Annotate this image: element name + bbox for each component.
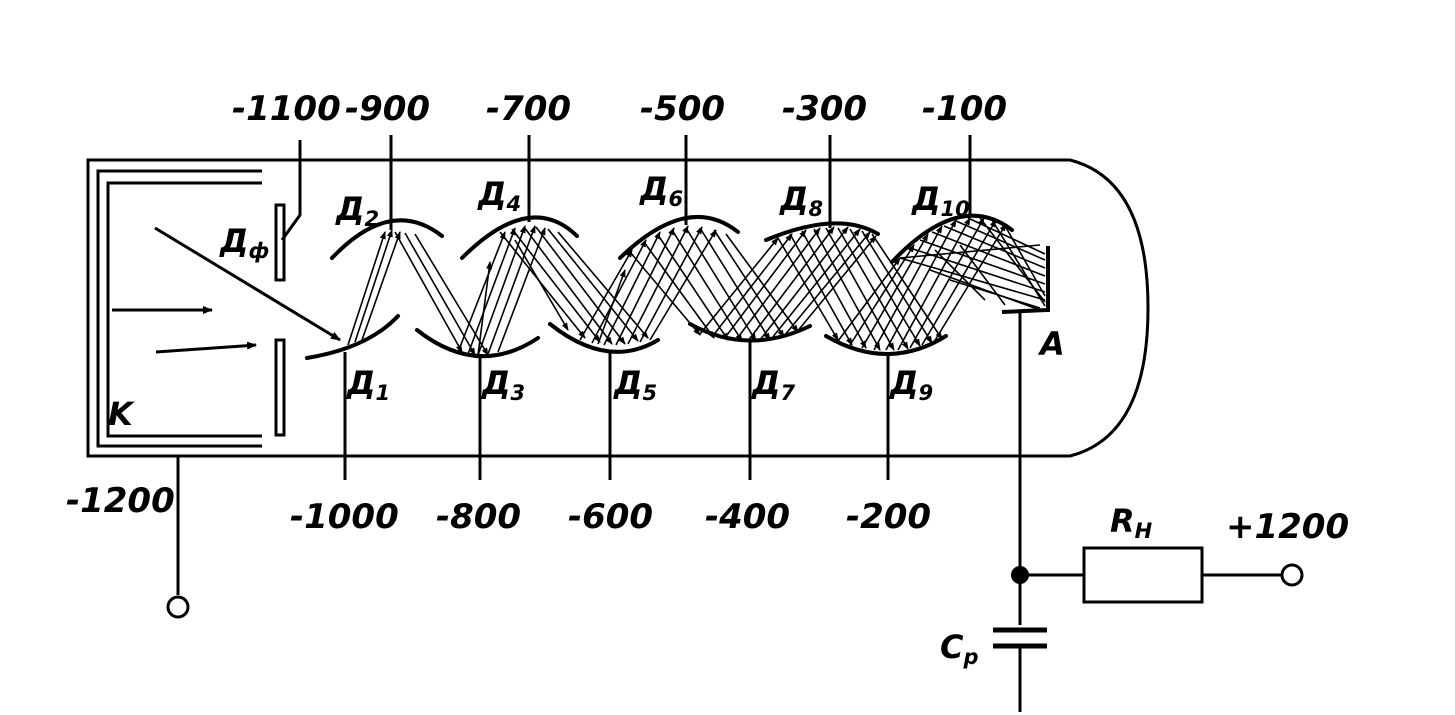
label-dynode-5: Д5 [613, 364, 657, 405]
voltage-dynode-5: -600 [568, 497, 653, 537]
cathode-terminal [166, 595, 190, 619]
focus-electrode-upper [274, 203, 286, 282]
voltage-dynode-2: -900 [345, 89, 430, 129]
dynodes-upper-row [330, 213, 1014, 264]
dynode-leads [343, 135, 972, 480]
label-dynode-1: Д1 [346, 364, 390, 405]
voltage-dynode-4: -700 [486, 89, 571, 129]
voltage-dynode-1: -1000 [290, 497, 399, 537]
voltage-supply: +1200 [1226, 507, 1349, 547]
label-dynode-4: Д4 [477, 175, 521, 216]
label-dynode-2: Д2 [335, 190, 379, 231]
voltage-dynode-9: -200 [846, 497, 931, 537]
photocathode-inner [106, 181, 262, 438]
label-cathode: K [108, 395, 135, 433]
label-dynode-6: Д6 [639, 170, 683, 211]
dynode-voltages-top: -1100 -900 -700 -500 -300 -100 [232, 89, 1007, 129]
supply-terminal [1280, 563, 1304, 587]
voltage-dynode-3: -800 [436, 497, 521, 537]
dynode-8 [764, 221, 880, 242]
photocathode [96, 169, 262, 448]
label-focus-electrode: Дф [219, 222, 269, 263]
dynode-10 [890, 213, 1014, 264]
voltage-dynode-8: -300 [782, 89, 867, 129]
focus-electrode-lead [280, 140, 302, 241]
focus-electrode-lower [274, 338, 286, 437]
voltage-dynode-6: -500 [640, 89, 725, 129]
label-anode: A [1037, 325, 1065, 363]
anode [1001, 246, 1050, 314]
label-capacitor: Cр [940, 628, 979, 669]
dynode-9 [824, 334, 948, 356]
voltage-dynode-10: -100 [922, 89, 1007, 129]
label-load-resistor: RН [1110, 502, 1153, 543]
label-dynode-8: Д8 [779, 180, 823, 221]
dynode-4 [460, 215, 579, 260]
voltage-dynode-7: -400 [705, 497, 790, 537]
dynode-6 [618, 214, 740, 260]
label-dynode-3: Д3 [481, 364, 525, 405]
label-dynode-7: Д7 [751, 364, 796, 405]
dynode-3 [415, 328, 540, 359]
dynode-2 [330, 218, 444, 260]
label-dynode-9: Д9 [889, 364, 933, 405]
light-arrow-lower [155, 341, 257, 354]
voltage-focus: -1100 [232, 89, 341, 129]
dynode-voltages-bottom: -1000 -800 -600 -400 -200 [290, 497, 931, 537]
dynode-1 [305, 314, 400, 360]
dynode-5 [548, 322, 660, 354]
label-dynode-10: Д10 [911, 180, 970, 221]
photoelectron-path [154, 226, 341, 342]
voltage-cathode: -1200 [66, 481, 175, 521]
electron-cascade [347, 217, 1046, 356]
tube-envelope [86, 158, 1150, 458]
load-resistor [1082, 546, 1204, 604]
